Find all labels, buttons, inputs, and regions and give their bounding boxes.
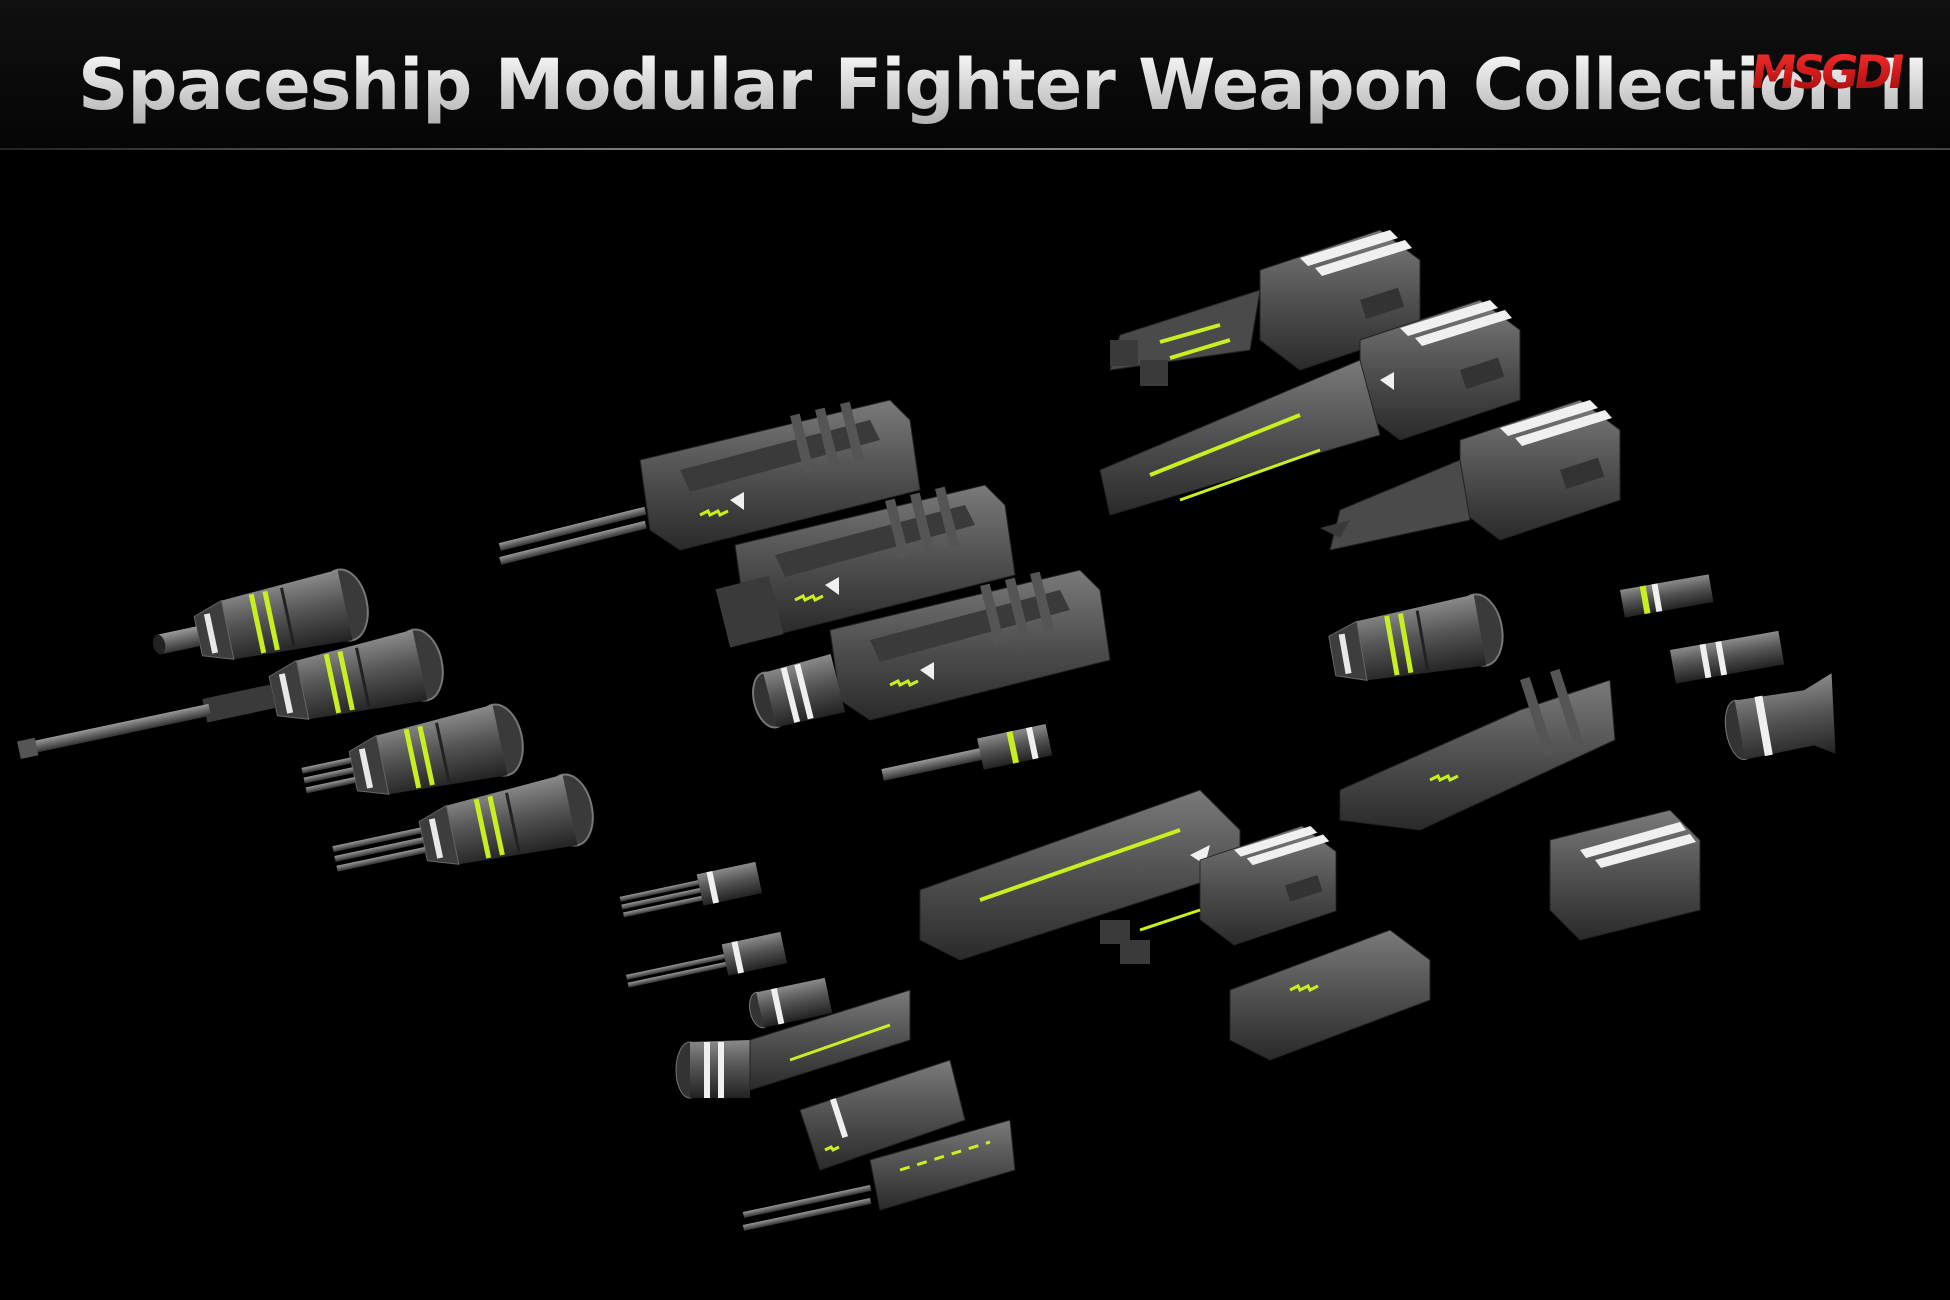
msgdi-logo: MSGDI	[1752, 45, 1909, 98]
weapon-render-scene	[17, 229, 1836, 1231]
mid-right-weapons	[881, 589, 1616, 1061]
header-divider	[0, 148, 1950, 150]
page-title: Spaceship Modular Fighter Weapon Collect…	[78, 44, 1929, 126]
svg-text:MSGDI: MSGDI	[1752, 45, 1909, 98]
rotary-cannon-group	[17, 564, 601, 878]
header-bar: Spaceship Modular Fighter Weapon Collect…	[0, 0, 1950, 150]
bottom-weapon-group	[619, 861, 1016, 1231]
long-railgun-group	[498, 398, 1112, 729]
heavy-launcher-group	[1099, 229, 1621, 551]
small-module-group	[1549, 574, 1836, 941]
